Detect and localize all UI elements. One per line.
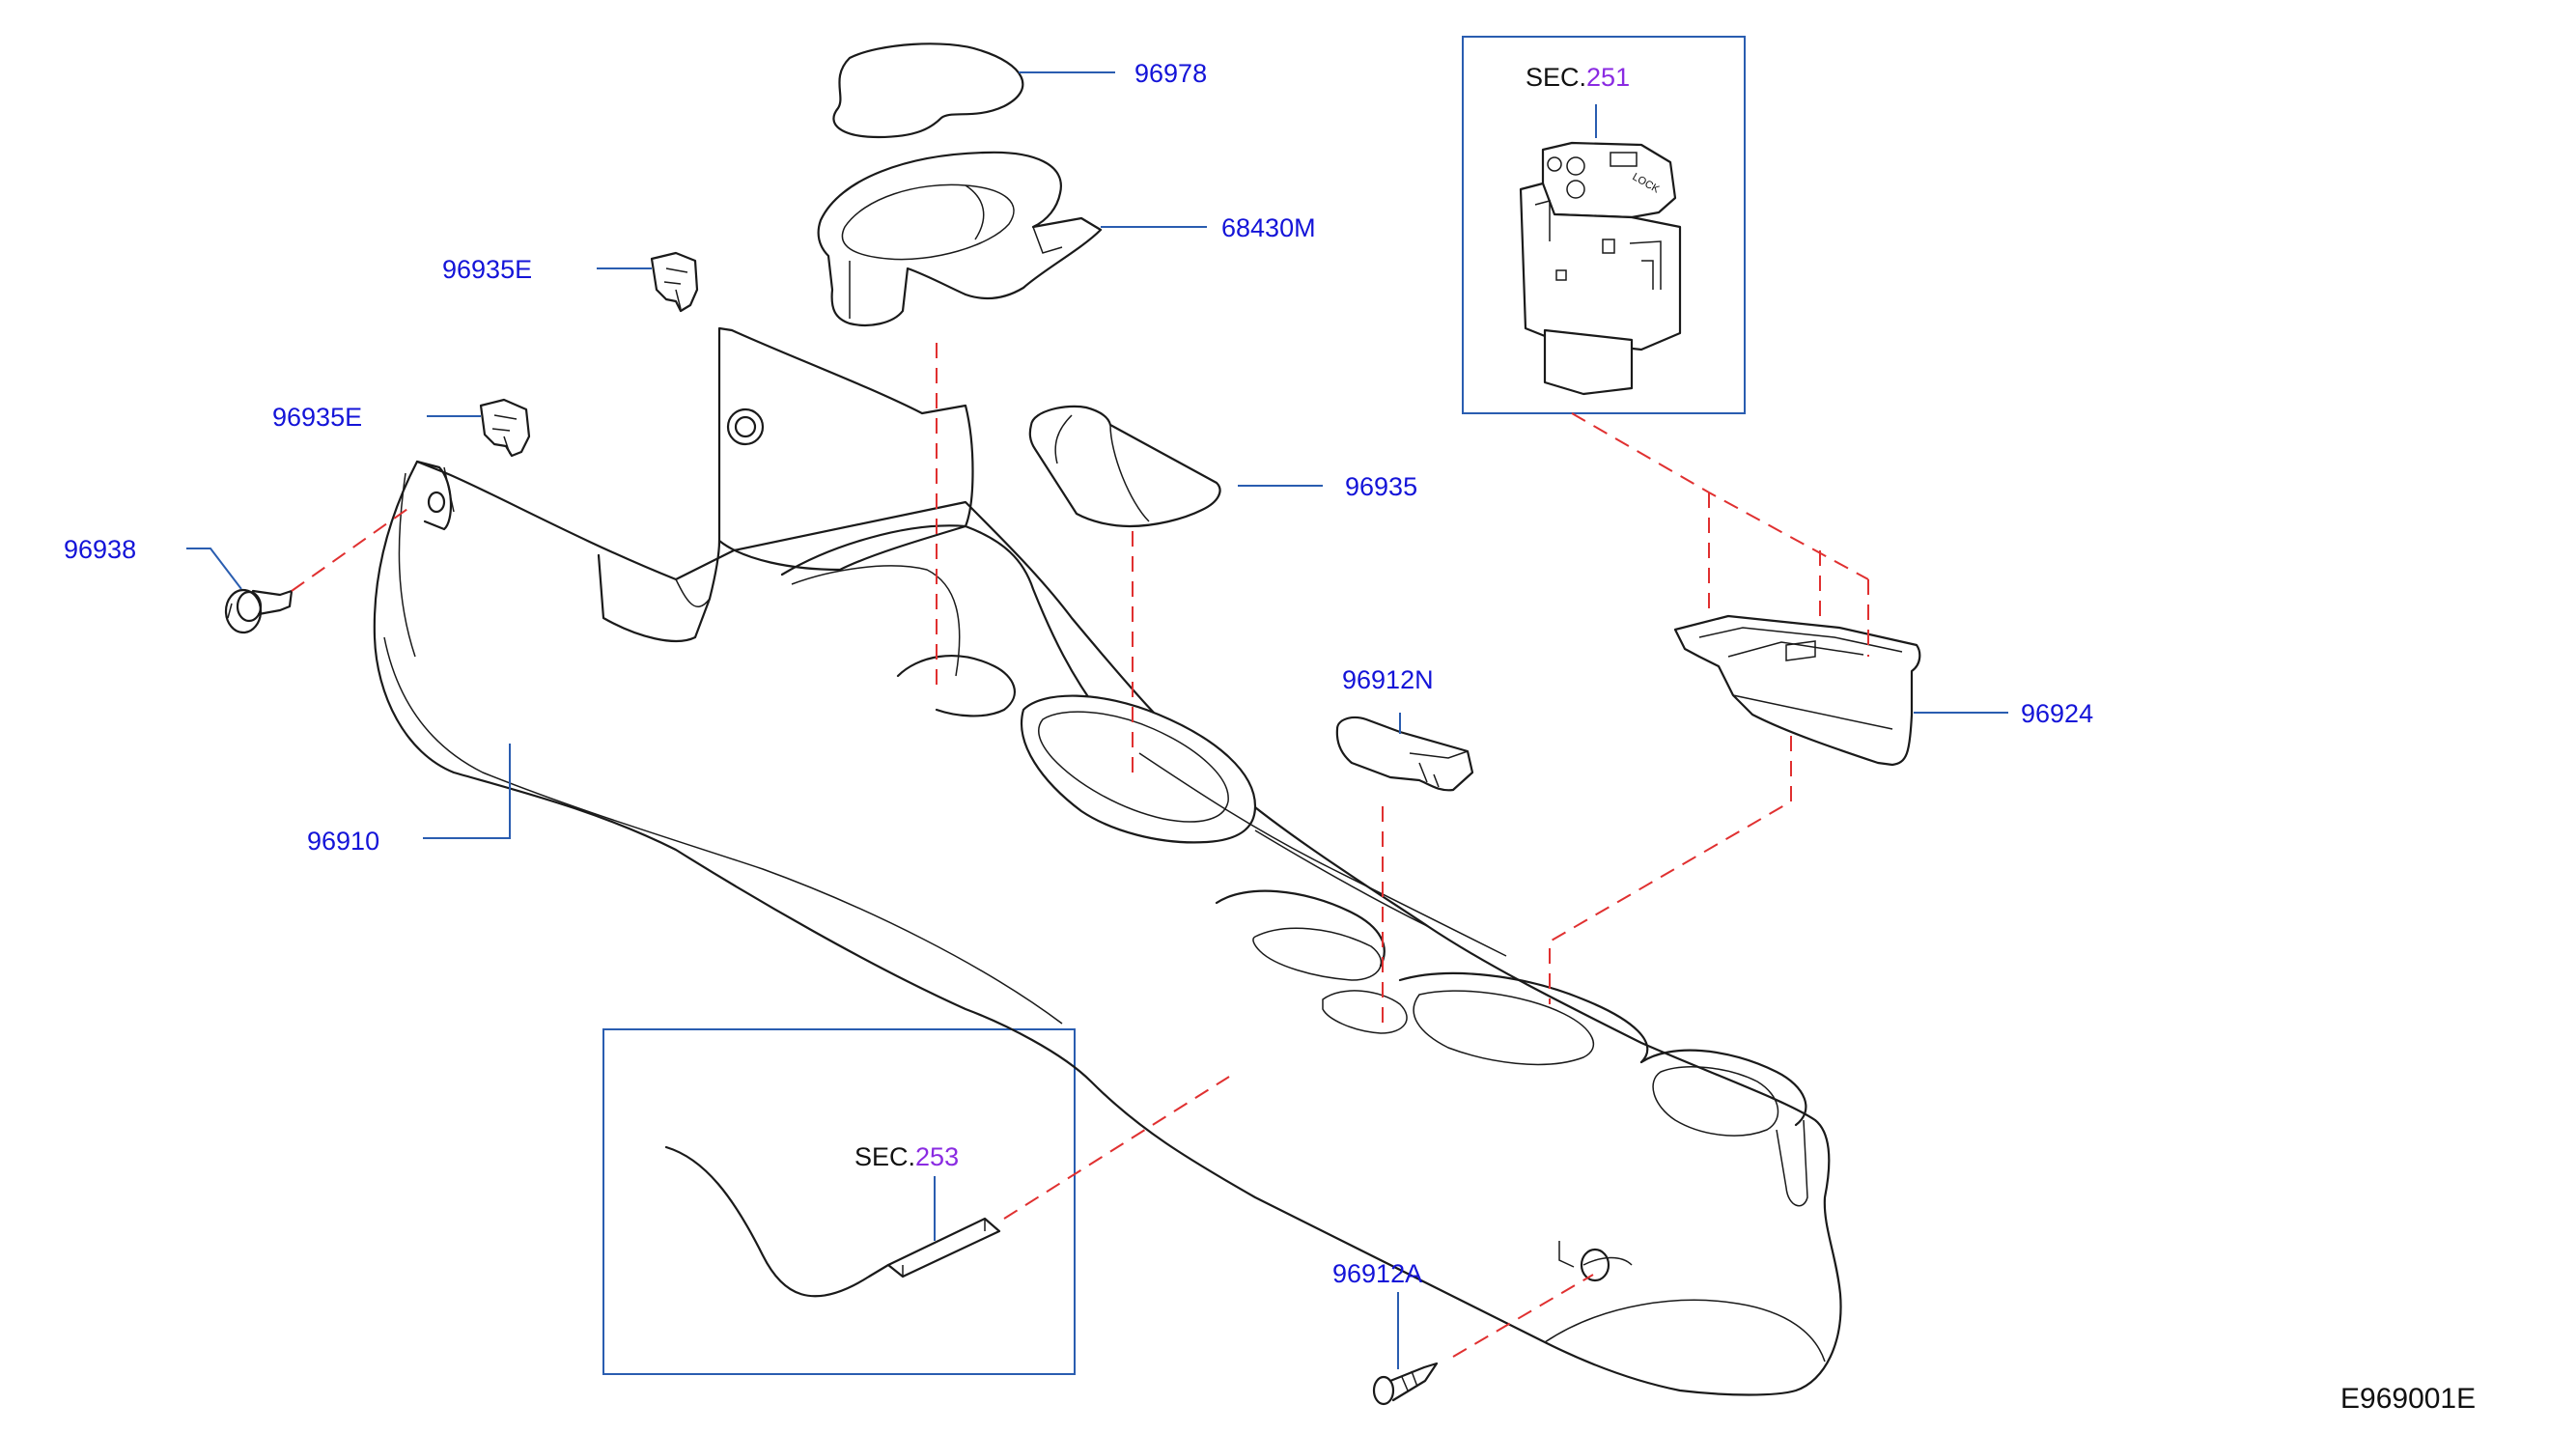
section-number: 253 [915, 1142, 959, 1171]
cable-sec253 [664, 1145, 1001, 1298]
window-switch-sec251: LOCK [1519, 141, 1682, 396]
diagram-code: E969001E [2340, 1383, 2476, 1415]
section-prefix: SEC. [854, 1142, 915, 1171]
label-96924: 96924 [2021, 699, 2093, 728]
shift-boot-96935 [1028, 405, 1221, 528]
screw-96912A [1372, 1362, 1439, 1406]
label-96935E-upper: 96935E [442, 255, 532, 284]
cup-holder-68430M [817, 151, 1103, 327]
section-prefix: SEC. [1526, 63, 1586, 92]
leader-lines [186, 71, 2008, 1369]
clip-96935E-lower [479, 398, 531, 458]
label-96910: 96910 [307, 827, 379, 856]
switch-bezel-96924 [1673, 614, 1921, 767]
label-96912A: 96912A [1332, 1259, 1422, 1288]
cup-mat-96978 [832, 42, 1024, 139]
section-ref-253: SEC.253 [854, 1142, 959, 1171]
push-clip-96938 [224, 588, 294, 634]
label-68430M: 68430M [1221, 213, 1316, 242]
label-96935: 96935 [1345, 472, 1417, 501]
sec-251-inset-box [1462, 36, 1746, 414]
sec-253-inset-box [602, 1028, 1076, 1375]
label-96912N: 96912N [1342, 665, 1434, 694]
center-console-96910 [373, 326, 1842, 1396]
bracket-96912N [1335, 716, 1474, 792]
label-96935E-lower: 96935E [272, 403, 362, 432]
clip-96935E-upper [650, 251, 699, 313]
section-number: 251 [1586, 63, 1630, 92]
label-96938: 96938 [64, 535, 136, 564]
label-96978: 96978 [1134, 59, 1207, 88]
section-ref-251: SEC.251 [1526, 63, 1630, 92]
assembly-lines [291, 343, 1869, 1358]
